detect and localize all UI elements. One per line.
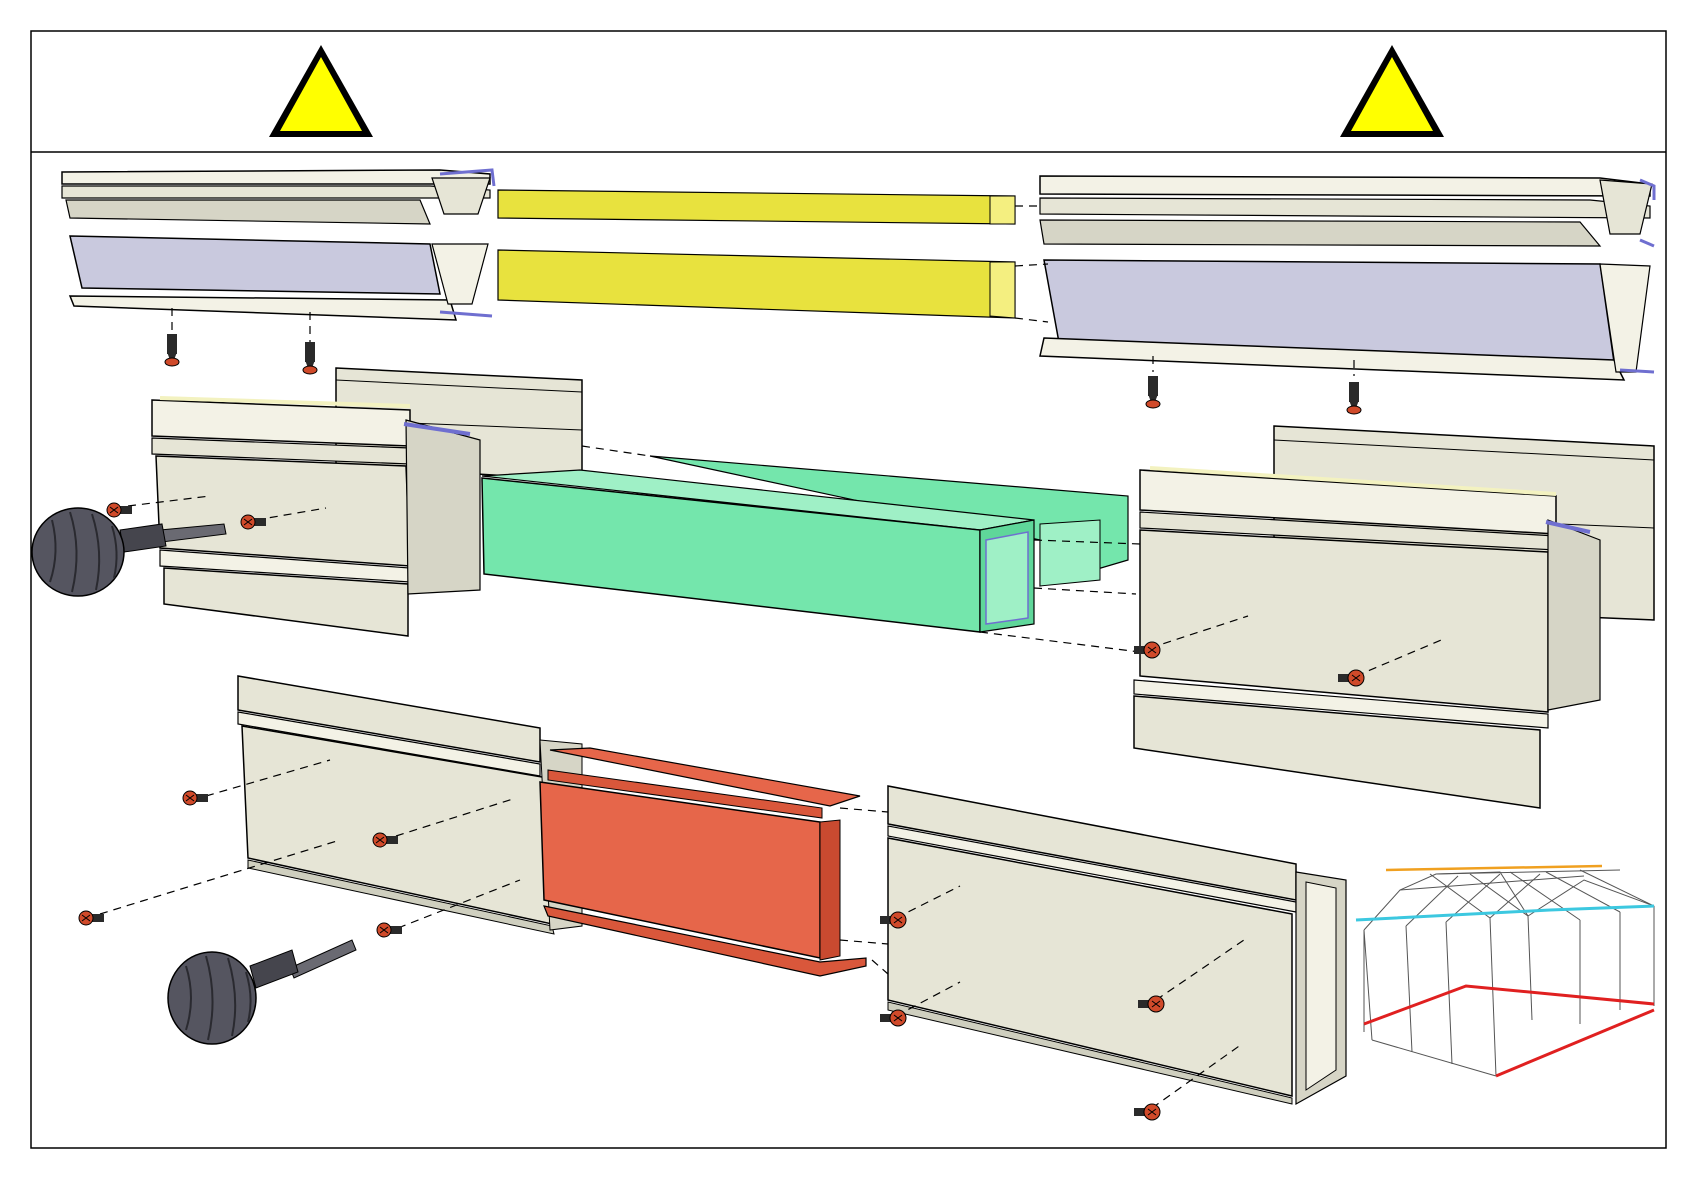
screw-icon <box>1146 376 1160 408</box>
right-eave-profile <box>1134 468 1600 808</box>
screw-icon <box>1347 382 1361 414</box>
screw-icon <box>303 342 317 374</box>
screw-icon <box>165 334 179 366</box>
right-roof-profile <box>1040 176 1654 380</box>
yellow-connector-tube <box>498 190 1015 224</box>
